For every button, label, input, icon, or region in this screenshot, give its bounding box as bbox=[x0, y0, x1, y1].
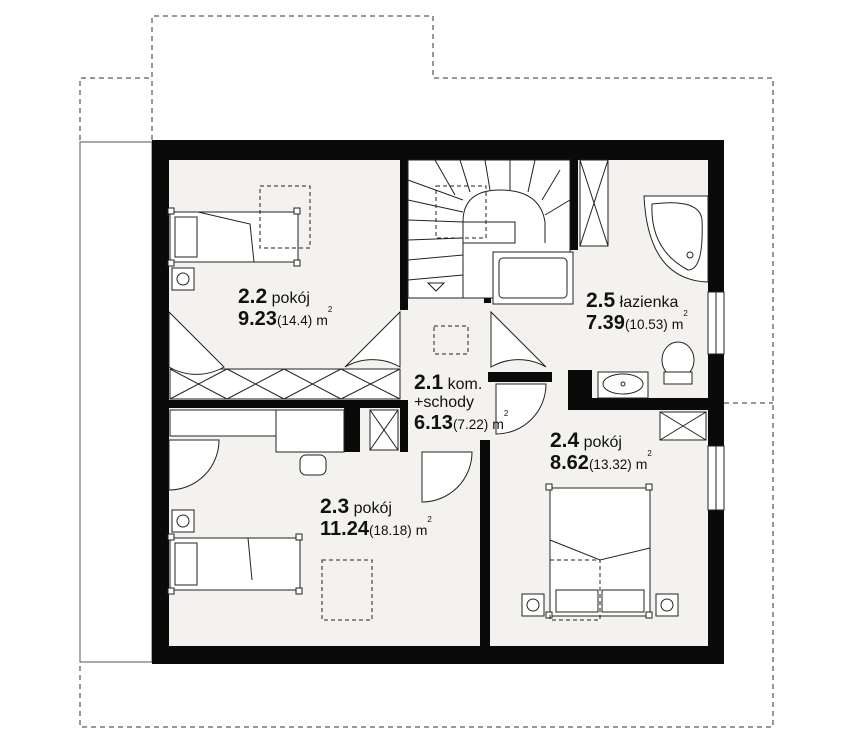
bathroom-fixtures bbox=[492, 195, 709, 399]
area-unit: m bbox=[671, 316, 684, 332]
room-area-gross: (10.53) bbox=[624, 317, 668, 332]
room-name: pokój bbox=[583, 434, 622, 451]
outside-area bbox=[79, 141, 153, 663]
area-unit-exponent: 2 bbox=[683, 309, 688, 318]
room-name: pokój bbox=[353, 500, 392, 517]
area-unit-exponent: 2 bbox=[503, 409, 509, 418]
room-area: 11.24 bbox=[320, 518, 369, 540]
area-unit: m bbox=[316, 312, 328, 328]
room-name-secondary: +schody bbox=[414, 394, 475, 411]
room-area: 9.23 bbox=[238, 308, 277, 330]
room-label-2-5: 2.5 łazienka 7.39(10.53)m2 bbox=[586, 290, 688, 333]
desk bbox=[169, 409, 345, 476]
area-unit: m bbox=[415, 522, 428, 538]
room-name: łazienka bbox=[619, 294, 679, 311]
room-label-2-1: 2.1 kom. +schody 6.13(7.22)m2 bbox=[414, 372, 508, 433]
room-area-gross: (13.32) bbox=[588, 457, 632, 472]
room-area: 6.13 bbox=[414, 412, 453, 434]
area-unit-exponent: 2 bbox=[647, 449, 652, 458]
nightstands bbox=[171, 267, 679, 617]
area-unit: m bbox=[492, 416, 504, 432]
room-area: 7.39 bbox=[586, 312, 625, 334]
room-label-2-3: 2.3 pokój 11.24(18.18)m2 bbox=[320, 496, 432, 539]
room-number: 2.5 bbox=[586, 289, 616, 312]
doors bbox=[168, 310, 547, 503]
wardrobes bbox=[169, 159, 707, 451]
room-name: pokój bbox=[271, 290, 310, 307]
room-number: 2.3 bbox=[320, 495, 350, 518]
beds bbox=[167, 207, 653, 619]
room-area: 8.62 bbox=[550, 452, 589, 474]
room-area-gross: (7.22) bbox=[452, 417, 489, 432]
room-area-gross: (14.4) bbox=[276, 313, 313, 328]
room-label-2-4: 2.4 pokój 8.62(13.32)m2 bbox=[550, 430, 652, 473]
windows bbox=[707, 291, 725, 511]
area-unit-exponent: 2 bbox=[327, 305, 333, 314]
skylights bbox=[259, 185, 601, 621]
room-name: kom. bbox=[447, 376, 483, 393]
room-area-gross: (18.18) bbox=[368, 523, 412, 538]
room-number: 2.2 bbox=[238, 285, 268, 308]
room-number: 2.4 bbox=[550, 429, 580, 452]
outer-walls bbox=[152, 140, 724, 664]
area-unit-exponent: 2 bbox=[427, 515, 432, 524]
area-unit: m bbox=[635, 456, 648, 472]
room-number: 2.1 bbox=[414, 371, 444, 394]
room-label-2-2: 2.2 pokój 9.23(14.4)m2 bbox=[238, 286, 332, 329]
